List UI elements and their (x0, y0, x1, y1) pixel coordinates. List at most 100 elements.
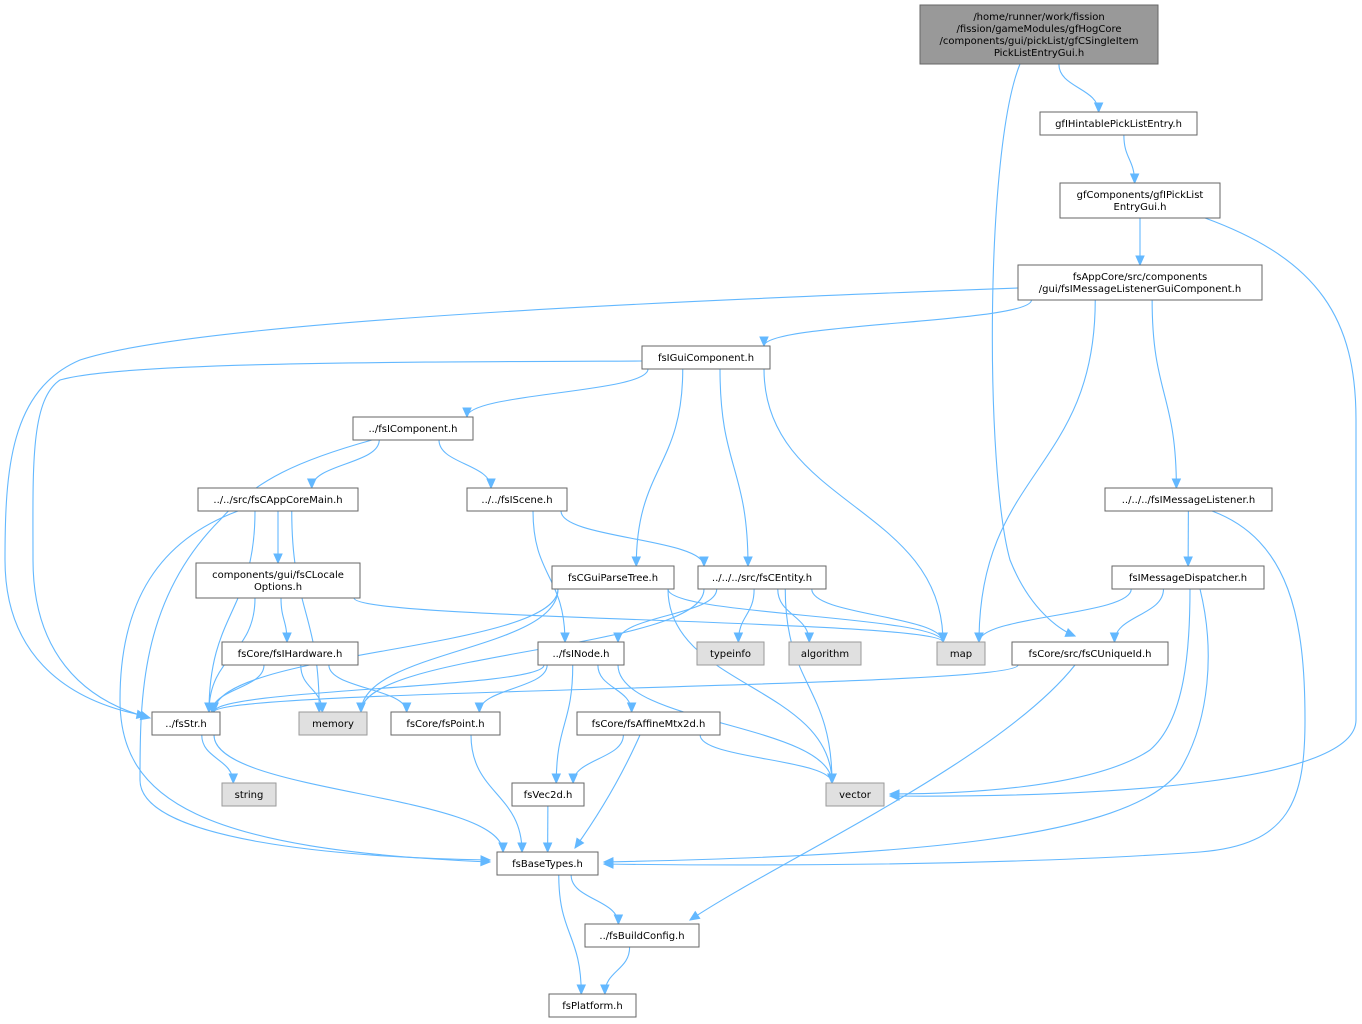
edge-line (719, 368, 749, 567)
node-msglistenergui[interactable]: fsAppCore/src/components/gui/fsIMessageL… (1017, 264, 1263, 301)
node-point[interactable]: fsCore/fsPoint.h (390, 711, 501, 736)
edge-line (617, 664, 833, 784)
node-parsetree[interactable]: fsCGuiParseTree.h (551, 565, 675, 590)
edge-arrowhead (938, 632, 948, 644)
edge-line (763, 368, 944, 643)
edge-line (470, 734, 523, 853)
edge-localeoptions-to-hardware (280, 597, 292, 644)
node-vec2d[interactable]: fsVec2d.h (511, 782, 585, 807)
edge-line (603, 510, 1306, 866)
node-label: /components/gui/pickList/gfCSingleItem (940, 36, 1139, 47)
node-box (221, 641, 359, 666)
edge-line (478, 664, 548, 713)
node-box (390, 711, 501, 736)
node-hardware[interactable]: fsCore/fsIHardware.h (221, 641, 359, 666)
edge-centity-to-algorithm (777, 588, 815, 644)
node-label: fsVec2d.h (524, 790, 573, 801)
node-root[interactable]: /home/runner/work/fission/fission/gameMo… (919, 4, 1159, 65)
node-label: gfComponents/gfIPickList (1077, 190, 1204, 201)
node-box (825, 782, 885, 807)
node-box (584, 923, 700, 948)
node-label: fsCGuiParseTree.h (568, 573, 658, 584)
edge-iscene-to-inode (532, 510, 570, 644)
edge-centity-to-typeinfo (733, 588, 755, 644)
edge-line (763, 299, 1033, 347)
node-guicomponent[interactable]: fsIGuiComponent.h (641, 345, 771, 370)
edge-arrowhead (356, 702, 366, 714)
node-msglistener[interactable]: ../../../fsIMessageListener.h (1104, 487, 1273, 512)
node-fsstr[interactable]: ../fsStr.h (151, 711, 221, 736)
edge-line (353, 597, 944, 643)
node-uniqueid[interactable]: fsCore/src/fsCUniqueId.h (1011, 641, 1169, 666)
edge-centity-to-memory (356, 588, 705, 714)
node-algorithm: algorithm (788, 641, 862, 666)
node-label: fsCore/fsPoint.h (406, 719, 484, 730)
edge-root-to-uniqueid (991, 63, 1077, 637)
edge-dispatcher-to-vector (888, 588, 1191, 799)
edge-guicomponent-to-centity (719, 368, 753, 568)
node-label: ../fsBuildConfig.h (599, 931, 684, 942)
node-typeinfo: typeinfo (696, 641, 765, 666)
node-box (548, 993, 637, 1018)
node-affine[interactable]: fsCore/fsAffineMtx2d.h (576, 711, 721, 736)
edge-line (466, 368, 649, 418)
edge-line (603, 588, 1209, 863)
edge-arrowhead (474, 702, 485, 714)
edge-arrowhead (317, 702, 328, 714)
node-box (788, 641, 862, 666)
edge-line (570, 874, 619, 925)
edge-centity-to-inode (613, 588, 718, 644)
node-hintable[interactable]: gfIHintablePickListEntry.h (1039, 111, 1198, 136)
node-centity[interactable]: ../../../src/fsCEntity.h (697, 565, 827, 590)
edge-line (574, 734, 641, 849)
edge-line (208, 510, 256, 713)
node-label: memory (312, 719, 354, 730)
node-label: ../../src/fsCAppCoreMain.h (213, 495, 342, 506)
edge-line (4, 287, 1019, 717)
edge-line (1113, 588, 1165, 643)
node-box (496, 851, 599, 876)
edge-arrowhead (602, 857, 614, 867)
edge-line (978, 588, 1132, 643)
edge-line (572, 734, 624, 784)
edge-msglistener-to-basetypes (602, 510, 1306, 869)
node-label: string (235, 790, 264, 801)
edge-arrowhead (743, 556, 753, 568)
node-platform[interactable]: fsPlatform.h (548, 993, 637, 1018)
edge-line (360, 588, 559, 713)
edge-inode-to-fsstr (209, 664, 545, 714)
node-iscene[interactable]: ../../fsIScene.h (466, 487, 568, 512)
node-box (221, 782, 277, 807)
edge-line (438, 439, 492, 489)
edge-inode-to-vec2d (551, 664, 574, 785)
node-box (151, 711, 221, 736)
node-label: ../fsIComponent.h (369, 424, 458, 435)
node-icomponent[interactable]: ../fsIComponent.h (352, 416, 474, 441)
edge-arrowhead (480, 856, 492, 867)
edge-arrowhead (888, 789, 900, 799)
edge-iscene-to-centity (560, 510, 709, 568)
node-buildconfig[interactable]: ../fsBuildConfig.h (584, 923, 700, 948)
edge-arrowhead (759, 336, 769, 348)
node-box (1039, 111, 1198, 136)
edge-line (213, 664, 1019, 713)
edge-icomponent-to-appcoremain (306, 439, 380, 490)
edge-line (213, 734, 504, 853)
edge-basetypes-to-buildconfig (570, 874, 624, 926)
node-inode[interactable]: ../fsINode.h (537, 641, 625, 666)
node-label: fsCore/fsIHardware.h (238, 649, 343, 660)
node-basetypes[interactable]: fsBaseTypes.h (496, 851, 599, 876)
edge-line (32, 360, 643, 719)
node-label: ../../fsIScene.h (481, 495, 552, 506)
edge-arrowhead (486, 478, 496, 490)
edge-msglistenergui-to-map (974, 299, 1096, 644)
node-dispatcher[interactable]: fsIMessageDispatcher.h (1111, 565, 1265, 590)
edge-guicomponent-to-map (763, 368, 948, 644)
edge-arrowhead (600, 984, 610, 996)
edge-arrowhead (699, 556, 709, 568)
node-appcoremain[interactable]: ../../src/fsCAppCoreMain.h (197, 487, 359, 512)
node-label: fsIGuiComponent.h (658, 353, 754, 364)
edge-inode-to-point (474, 664, 548, 714)
